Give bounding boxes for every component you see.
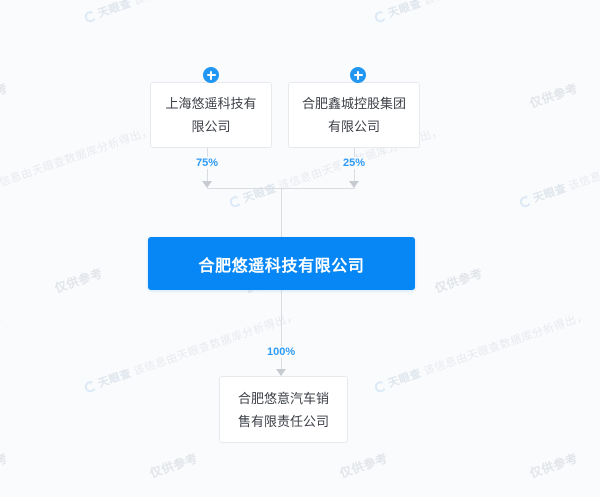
watermark-reference-text: 仅供参考 <box>52 266 105 296</box>
watermark-brand-text: 天眼查 <box>96 367 134 391</box>
watermark-reference-text: 仅供参考 <box>0 451 10 481</box>
watermark-source-label: 该信息由天眼查数据库分析得出， <box>132 310 300 378</box>
watermark-reference-text: 仅供参考 <box>432 266 485 296</box>
arrowhead-shareholder-2 <box>349 181 359 188</box>
watermark-reference-text: 仅供参考 <box>527 451 580 481</box>
shareholder-node-2[interactable]: 合肥鑫城控股集团有限公司 <box>288 82 420 148</box>
watermark-logo-icon <box>373 379 388 394</box>
watermark-logo-icon <box>373 9 388 24</box>
shareholder-node-1[interactable]: 上海悠遥科技有限公司 <box>150 82 272 148</box>
edge-horizontal-join <box>207 188 355 189</box>
focus-company-node[interactable]: 合肥悠遥科技有限公司 <box>148 237 415 290</box>
subsidiary-node-1-name: 合肥悠意汽车销售有限责任公司 <box>237 390 329 429</box>
watermark-source-label: 该信息由天眼查数据库分析得出， <box>0 310 10 378</box>
watermark-source-label: 该信息由天眼查数据库分析得出， <box>131 0 299 9</box>
watermark-logo-icon <box>518 194 533 209</box>
expand-shareholder-2-icon[interactable] <box>350 67 366 83</box>
watermark-source-label: 该信息由天眼查数据库分析得出， <box>0 493 154 497</box>
watermark-source-label: 该信息由天眼查数据库分析得出， <box>566 493 600 497</box>
watermark-source-label: 该信息由天眼查数据库分析得出， <box>421 0 589 9</box>
edge-to-subsidiary-1 <box>281 290 282 372</box>
watermark-brand-text: 天眼查 <box>531 182 569 206</box>
watermark-reference-text: 仅供参考 <box>147 451 200 481</box>
watermark-source-label: 该信息由天眼查数据库分析得出， <box>422 310 590 378</box>
watermark-reference-text: 仅供参考 <box>0 81 10 111</box>
subsidiary-node-1[interactable]: 合肥悠意汽车销售有限责任公司 <box>219 376 348 443</box>
arrowhead-shareholder-1 <box>202 181 212 188</box>
ownership-percent-shareholder-1: 75% <box>193 157 222 169</box>
watermark-brand-text: 天眼查 <box>386 367 424 391</box>
watermark-source-text: 天眼查该信息由天眼查数据库分析得出， <box>372 308 589 396</box>
watermark-logo-icon <box>83 9 98 24</box>
watermark-logo-icon <box>228 194 243 209</box>
shareholder-node-2-name: 合肥鑫城控股集团有限公司 <box>302 96 407 134</box>
watermark-source-label: 该信息由天眼查数据库分析得出， <box>0 0 9 9</box>
ownership-percent-shareholder-2: 25% <box>340 157 369 169</box>
watermark-source-label: 该信息由天眼查数据库分析得出， <box>567 125 600 193</box>
watermark-reference-text: 仅供参考 <box>527 81 580 111</box>
watermark-source-label: 该信息由天眼查数据库分析得出， <box>0 125 155 193</box>
watermark-source-label: 该信息由天眼查数据库分析得出， <box>276 493 444 497</box>
watermark-logo-icon <box>83 379 98 394</box>
shareholder-node-1-name: 上海悠遥科技有限公司 <box>165 96 257 134</box>
watermark-source-text: 天眼查该信息由天眼查数据库分析得出， <box>517 123 600 211</box>
watermark-brand-text: 天眼查 <box>241 182 279 206</box>
edge-to-focus-company <box>281 188 282 237</box>
ownership-percent-subsidiary-1: 100% <box>264 346 299 358</box>
watermark-reference-text: 仅供参考 <box>337 451 390 481</box>
arrowhead-subsidiary-1 <box>276 369 286 376</box>
watermark-brand-text: 天眼查 <box>96 0 134 21</box>
watermark-brand-text: 天眼查 <box>386 0 424 21</box>
expand-shareholder-1-icon[interactable] <box>203 67 219 83</box>
focus-company-name: 合肥悠遥科技有限公司 <box>198 257 365 275</box>
